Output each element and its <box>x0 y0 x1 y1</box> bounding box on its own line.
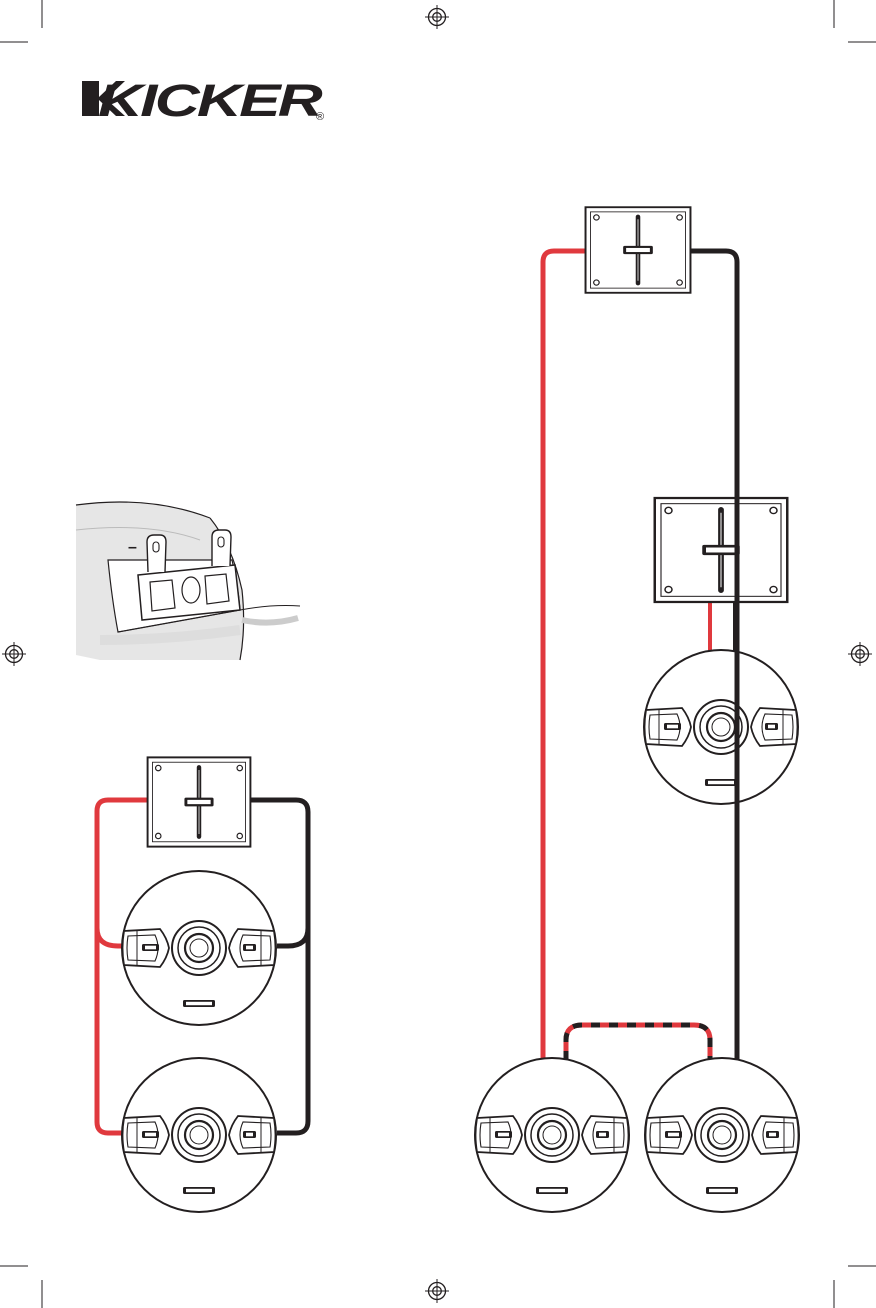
amplifier <box>586 207 691 293</box>
crosshair-registration-icon <box>425 1279 449 1303</box>
logo-wordmark: KICKER <box>98 75 323 126</box>
crosshair-registration-icon <box>425 5 449 29</box>
subwoofer <box>122 1058 276 1212</box>
amplifier <box>148 757 251 846</box>
positive-wire <box>543 251 588 1062</box>
crosshair-registration-icon <box>848 642 872 666</box>
single-sub-wiring-diagram <box>644 498 798 804</box>
series-link-wire-stripe <box>566 1025 710 1060</box>
subwoofer <box>475 1058 629 1212</box>
amplifier <box>655 498 788 602</box>
speaker-terminal-illustration: – <box>76 502 300 660</box>
negative-wire <box>277 928 308 946</box>
registered-mark: ® <box>316 111 324 123</box>
series-link-wire <box>566 1025 710 1060</box>
positive-wire <box>97 928 124 946</box>
crosshair-registration-icon <box>2 642 26 666</box>
parallel-wiring-diagram <box>97 757 308 1212</box>
subwoofer <box>122 871 276 1025</box>
negative-terminal-label: – <box>128 539 137 556</box>
subwoofer <box>644 650 798 804</box>
kicker-logo: KICKER ® <box>82 75 324 126</box>
subwoofer <box>645 1058 799 1212</box>
